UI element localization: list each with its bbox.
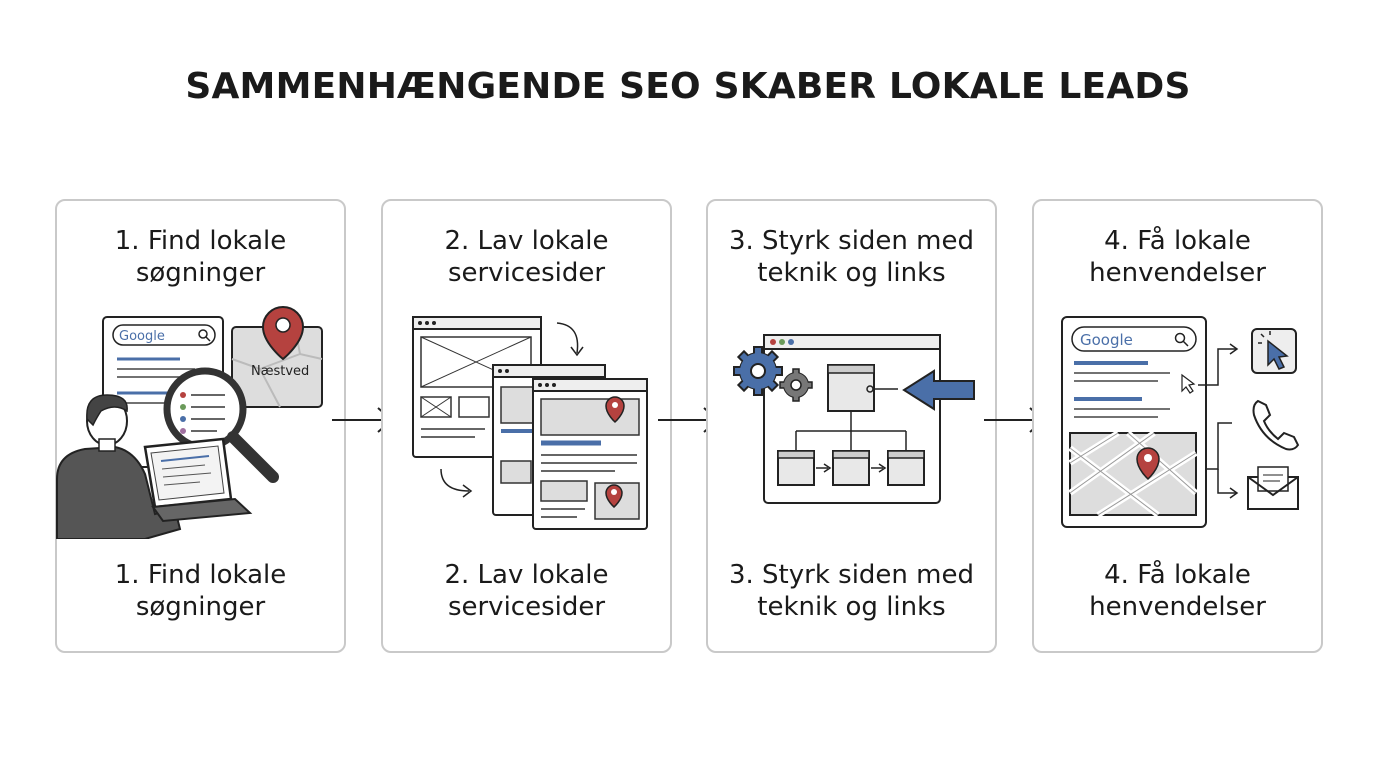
location-pin-icon xyxy=(605,484,623,508)
cursor-icon xyxy=(1181,373,1196,394)
local-leads-illustration: Google xyxy=(1061,316,1300,528)
map-city-label: Næstved xyxy=(251,364,309,379)
gear-icon xyxy=(779,368,813,402)
incoming-link-arrow-icon xyxy=(902,369,975,411)
step-3-title: 3. Styrk siden med teknik og links xyxy=(728,226,974,288)
search-icon xyxy=(1174,332,1186,344)
phone-icon xyxy=(1252,399,1300,451)
step-4-title: 4. Få lokale henvendelser xyxy=(1089,226,1266,288)
google-logo: Google xyxy=(1080,331,1133,349)
page-title: SAMMENHÆNGENDE SEO SKABER LOKALE LEADS xyxy=(185,66,1191,107)
step-panel-2: 2. Lav lokale servicesider xyxy=(381,199,672,653)
step-2-title: 2. Lav lokale servicesider xyxy=(444,226,609,288)
local-search-illustration: Google Næstved xyxy=(56,305,323,539)
location-pin-icon xyxy=(1136,447,1160,481)
step-1-title: 1. Find lokale søgninger xyxy=(114,226,287,288)
location-pin-icon xyxy=(605,396,625,424)
tech-and-links-illustration xyxy=(733,334,975,504)
step-panel-3: 3. Styrk siden med teknik og links xyxy=(706,199,997,653)
service-pages-illustration xyxy=(412,316,648,530)
step-2-caption: 2. Lav lokale servicesider xyxy=(444,560,609,622)
google-logo: Google xyxy=(119,329,165,344)
location-pin-icon xyxy=(261,305,305,361)
search-icon xyxy=(198,329,208,339)
step-3-caption: 3. Styrk siden med teknik og links xyxy=(728,560,974,622)
step-1-caption: 1. Find lokale søgninger xyxy=(114,560,287,622)
gear-icon xyxy=(733,346,783,396)
step-4-caption: 4. Få lokale henvendelser xyxy=(1089,560,1266,622)
step-panel-4: 4. Få lokale henvendelser Google xyxy=(1032,199,1323,653)
step-panel-1: 1. Find lokale søgninger Google Næstved xyxy=(55,199,346,653)
